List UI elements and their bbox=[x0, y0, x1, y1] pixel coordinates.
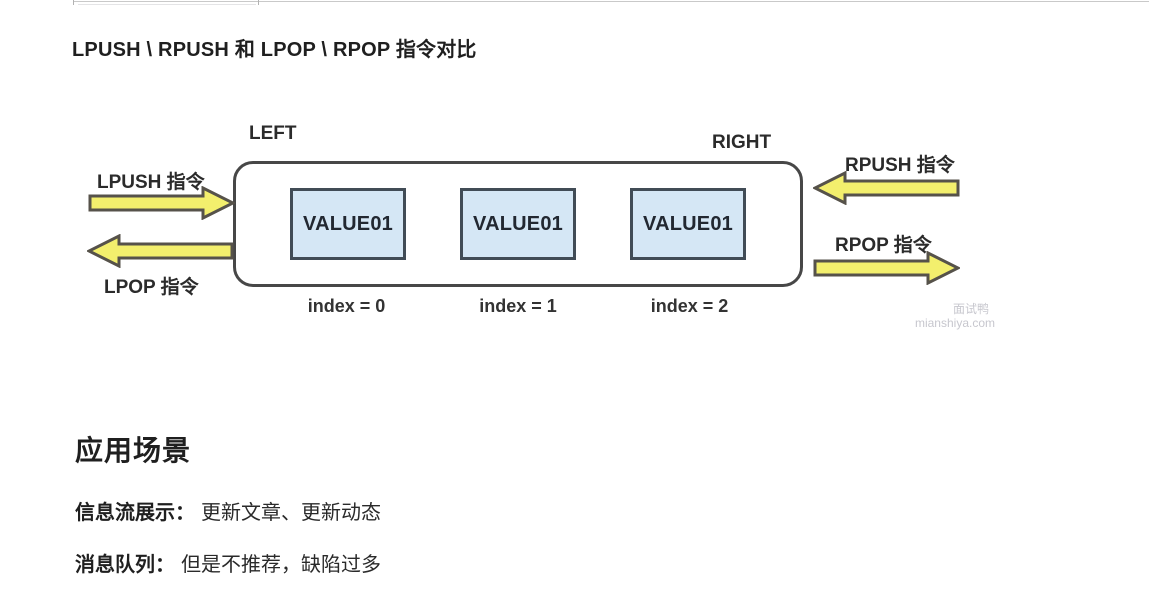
usage-item-feed: 信息流展示： 更新文章、更新动态 bbox=[75, 496, 381, 525]
list-element-box: VALUE01 bbox=[460, 188, 576, 260]
list-element-box: VALUE01 bbox=[630, 188, 746, 260]
index-label-row: index = 0 index = 1 index = 2 bbox=[233, 296, 803, 317]
rpush-command-label: RPUSH 指令 bbox=[845, 155, 955, 176]
top-border-remnant bbox=[73, 1, 1149, 2]
watermark-site-url: mianshiya.com bbox=[914, 316, 995, 330]
usage-item-queue: 消息队列： 但是不推荐，缺陷过多 bbox=[75, 548, 381, 577]
lpush-command-label: LPUSH 指令 bbox=[97, 172, 205, 193]
usage-item-feed-label: 信息流展示： bbox=[75, 502, 195, 524]
index-label: index = 1 bbox=[479, 296, 557, 316]
usage-item-queue-label: 消息队列： bbox=[75, 554, 175, 576]
usage-item-queue-text: 但是不推荐，缺陷过多 bbox=[181, 554, 381, 576]
page-title: LPUSH \ RPUSH 和 LPOP \ RPOP 指令对比 bbox=[72, 39, 477, 61]
watermark-brand-name: 面试鸭 bbox=[952, 302, 989, 316]
list-element-box: VALUE01 bbox=[290, 188, 406, 260]
top-border-remnant-shadow bbox=[78, 4, 256, 5]
usage-item-feed-text: 更新文章、更新动态 bbox=[201, 502, 381, 524]
redis-list-container: VALUE01 VALUE01 VALUE01 bbox=[233, 161, 803, 287]
top-border-tick bbox=[258, 0, 259, 5]
rpop-arrow-right-icon bbox=[813, 251, 960, 285]
rpop-command-label: RPOP 指令 bbox=[835, 235, 932, 256]
index-label: index = 2 bbox=[650, 296, 729, 316]
usage-section-heading: 应用场景 bbox=[75, 435, 192, 466]
index-label: index = 0 bbox=[307, 296, 386, 316]
lpush-arrow-right-icon bbox=[88, 186, 235, 220]
watermark: 面试鸭 mianshiya.com bbox=[845, 302, 995, 330]
rpush-arrow-left-icon bbox=[813, 171, 960, 205]
top-border-tick bbox=[73, 0, 74, 5]
right-end-label: RIGHT bbox=[712, 132, 772, 153]
lpop-arrow-left-icon bbox=[87, 234, 234, 268]
left-end-label: LEFT bbox=[249, 123, 297, 144]
lpop-command-label: LPOP 指令 bbox=[104, 277, 199, 298]
